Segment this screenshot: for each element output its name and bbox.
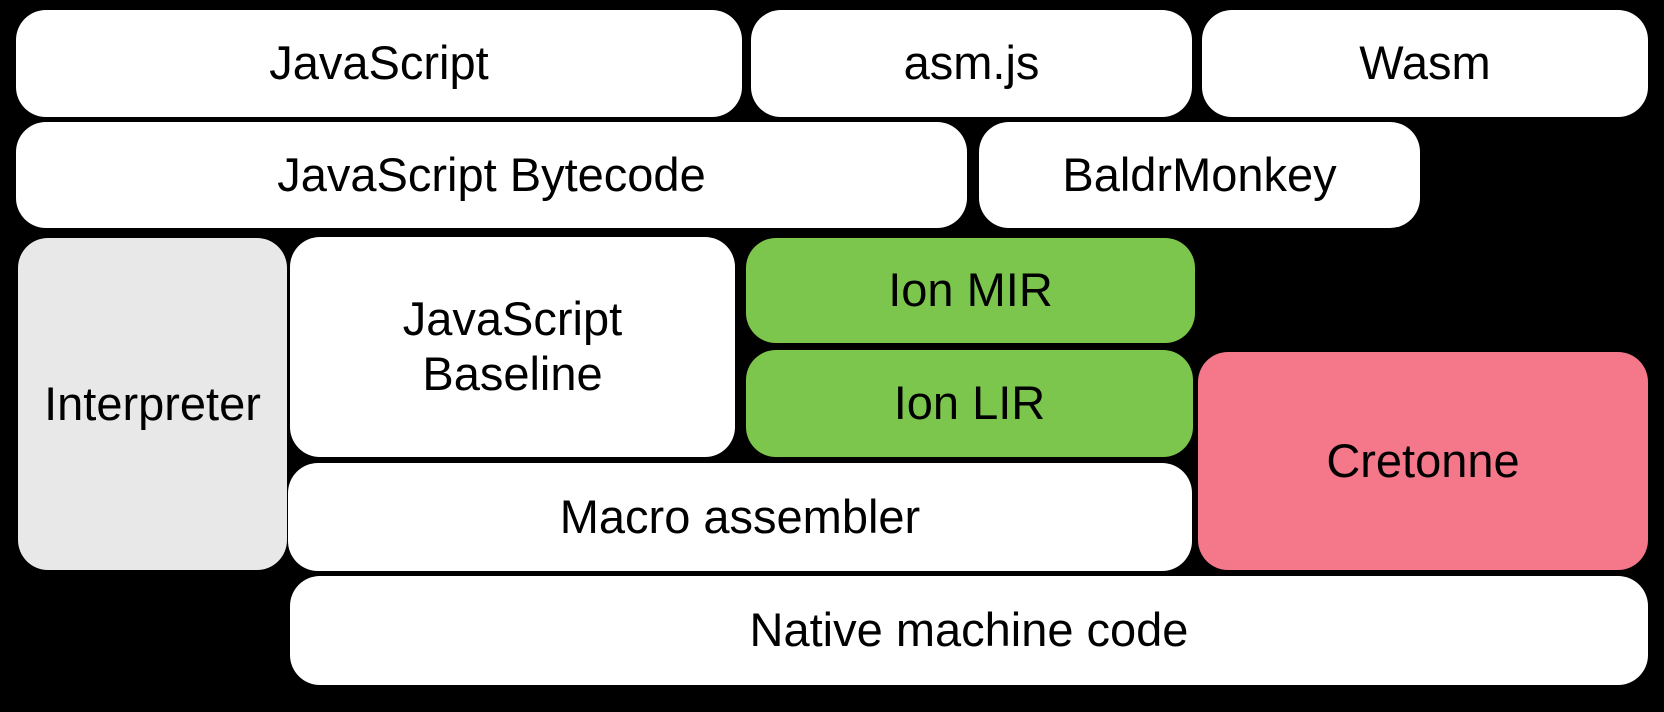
node-macro-assembler: Macro assembler: [288, 463, 1192, 571]
node-wasm: Wasm: [1202, 10, 1648, 117]
node-ion-lir: Ion LIR: [746, 350, 1193, 457]
node-asmjs: asm.js: [751, 10, 1192, 117]
node-ion-mir: Ion MIR: [746, 238, 1195, 343]
node-native-machine-code: Native machine code: [290, 576, 1648, 685]
node-javascript-baseline: JavaScript Baseline: [290, 237, 735, 457]
node-interpreter: Interpreter: [18, 238, 287, 570]
node-cretonne: Cretonne: [1198, 352, 1648, 570]
node-javascript: JavaScript: [16, 10, 742, 117]
node-javascript-bytecode: JavaScript Bytecode: [16, 122, 967, 228]
node-baldrmonkey: BaldrMonkey: [979, 122, 1420, 228]
